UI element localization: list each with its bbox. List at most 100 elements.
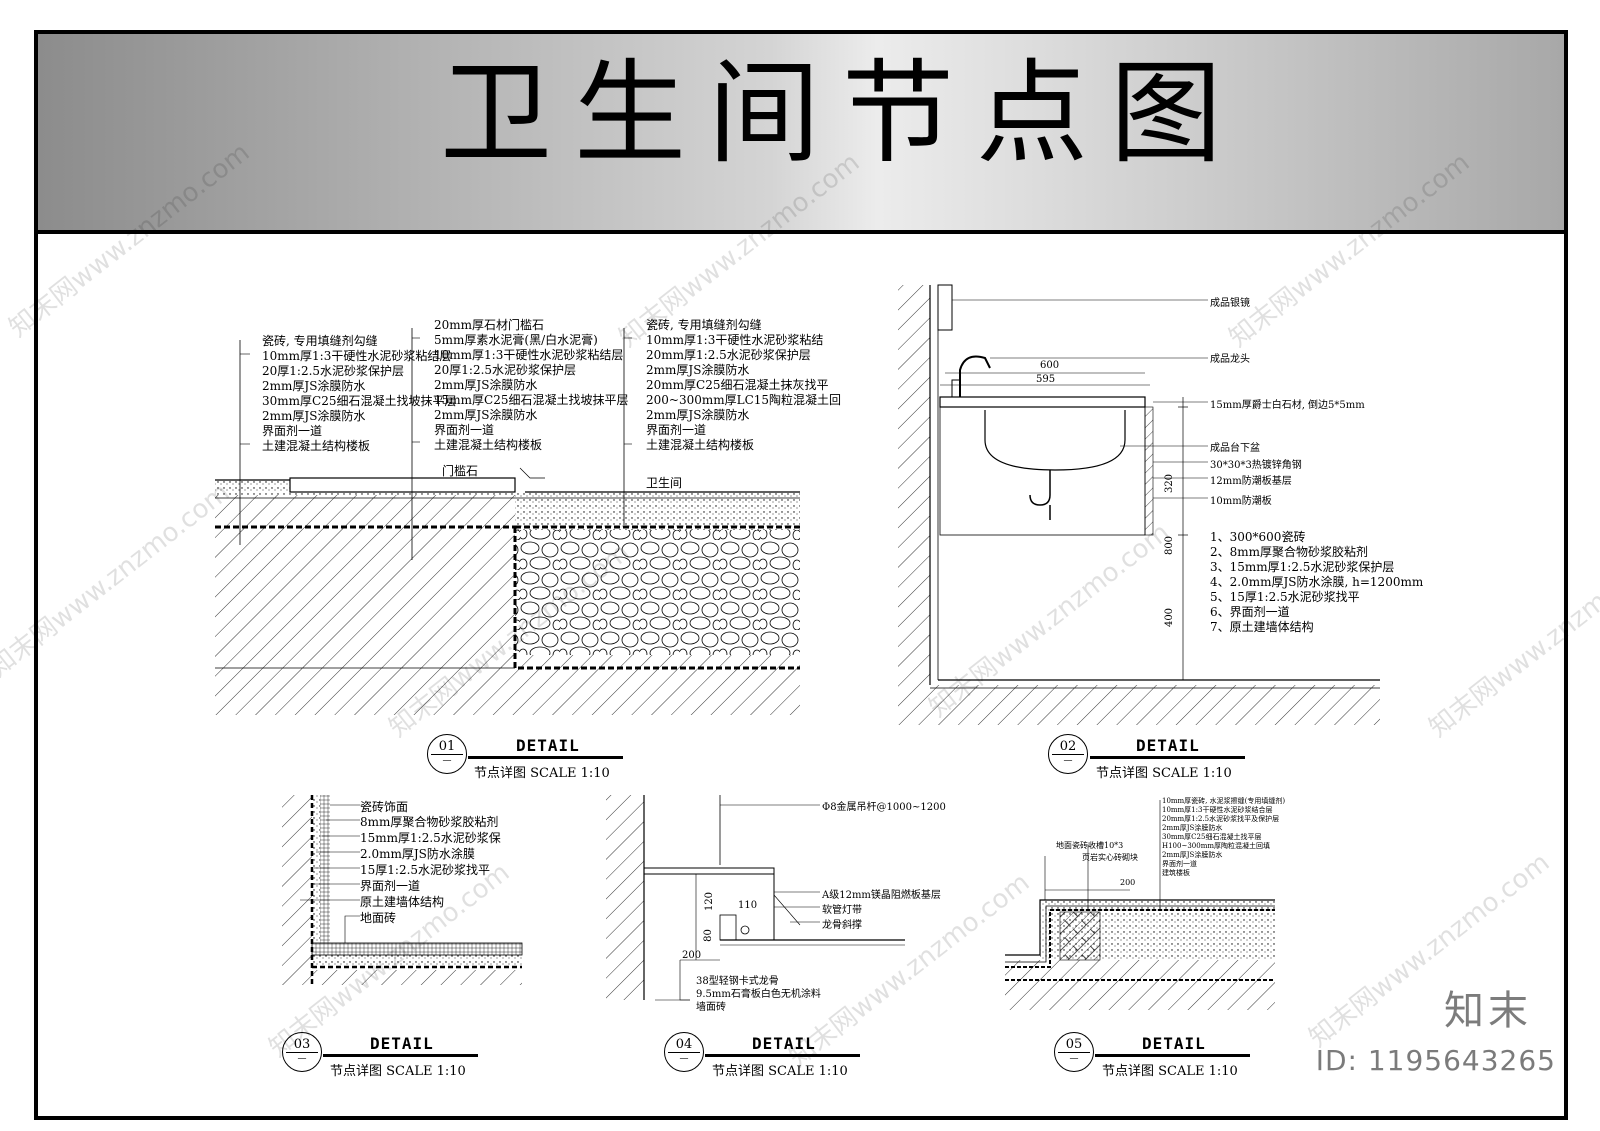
dimension: 800	[1164, 535, 1176, 556]
detail-01-notes-a: 瓷砖, 专用填缝剂勾缝 10mm厚1:3干硬性水泥砂浆粘结层 20厚1:2.5水…	[262, 334, 456, 454]
note: 2mm厚JS涂膜防水	[434, 378, 538, 392]
note: 2mm厚JS涂膜防水	[1162, 851, 1223, 859]
note: 30mm厚C25细石混凝土找平层	[1162, 833, 1262, 841]
layer: 2、8mm厚聚合物砂浆胶粘剂	[1210, 545, 1369, 559]
dimension: 120	[704, 891, 716, 912]
layer: 4、2.0mm厚JS防水涂膜, h=1200mm	[1210, 575, 1424, 589]
brand-logo: 知末	[1444, 988, 1532, 1034]
detail-03-label: 原土建墙体结构	[360, 895, 445, 909]
note: 200~300mm厚LC15陶粒混凝土回	[646, 393, 842, 407]
detail-01-bar	[468, 756, 623, 759]
detail-02-label: 30*30*3热镀锌角钢	[1210, 460, 1302, 471]
note: 2mm厚JS涂膜防水	[262, 409, 366, 423]
detail-02-title: DETAIL	[1136, 736, 1200, 755]
detail-01-notes-c: 瓷砖, 专用填缝剂勾缝 10mm厚1:3干硬性水泥砂浆粘结 20mm厚1:2.5…	[646, 318, 841, 453]
detail-04-title: DETAIL	[752, 1034, 816, 1053]
detail-02-label: 成品银镜	[1210, 298, 1250, 309]
detail-05-label-corner: 地面瓷砖收槽10*3	[1056, 841, 1124, 850]
detail-05-bar	[1095, 1054, 1250, 1057]
detail-04-label: Φ8金属吊杆@1000~1200	[822, 802, 946, 813]
dimension: 400	[1164, 607, 1176, 628]
detail-02-number: 02—	[1048, 734, 1088, 774]
detail-03-label: 瓷砖饰面	[360, 800, 409, 814]
title-band	[38, 34, 1564, 234]
note: 20厚1:2.5水泥砂浆保护层	[434, 363, 577, 377]
note: 2mm厚JS涂膜防水	[262, 379, 366, 393]
detail-04-label: 墙面砖	[696, 1002, 726, 1013]
note: 10mm厚1:3干硬性水泥砂浆粘结	[646, 333, 824, 347]
dimension: 600	[1040, 360, 1060, 371]
dimension: 110	[738, 900, 758, 911]
dimension: 80	[702, 929, 714, 942]
detail-02-layers: 1、300*600瓷砖 2、8mm厚聚合物砂浆胶粘剂 3、15mm厚1:2.5水…	[1210, 530, 1423, 635]
note: 2mm厚JS涂膜防水	[646, 363, 750, 377]
detail-03-drawing	[282, 795, 523, 985]
detail-03-label: 15mm厚1:2.5水泥砂浆保	[360, 831, 501, 845]
dimension: 595	[1036, 374, 1056, 385]
detail-02-label: 成品龙头	[1210, 354, 1250, 365]
detail-02-label: 10mm防潮板	[1210, 496, 1272, 507]
detail-04-label: A级12mm镁晶阻燃板基层	[822, 890, 941, 901]
note: 20mm厚1:2.5水泥砂浆保护层	[646, 348, 811, 362]
id-label: ID: 1195643265	[1315, 1044, 1556, 1077]
detail-04-label: 软管灯带	[822, 905, 862, 916]
dimension: 200	[1120, 878, 1136, 887]
detail-02-subtitle: 节点详图 SCALE 1:10	[1096, 766, 1232, 781]
note: 5mm厚素水泥膏(黑/白水泥膏)	[434, 333, 598, 347]
detail-04-subtitle: 节点详图 SCALE 1:10	[712, 1064, 848, 1079]
detail-05-notes: 10mm厚瓷砖, 水泥浆擦缝(专用填缝剂) 10mm厚1:3干硬性水泥砂浆结合层…	[1162, 797, 1285, 878]
layer: 3、15mm厚1:2.5水泥砂浆保护层	[1210, 560, 1395, 574]
dimension: 320	[1164, 473, 1176, 494]
detail-04-label: 9.5mm石膏板白色无机涂料	[696, 989, 821, 1000]
detail-02-label: 15mm厚爵士白石材, 倒边5*5mm	[1210, 400, 1365, 411]
detail-04-drawing	[606, 795, 905, 1001]
note: 20厚1:2.5水泥砂浆保护层	[262, 364, 405, 378]
note: 30mm厚C25细石混凝土找坡抹平层	[262, 394, 457, 408]
detail-01-notes-b: 20mm厚石材门槛石 5mm厚素水泥膏(黑/白水泥膏) 10mm厚1:3干硬性水…	[434, 318, 628, 453]
note: 2mm厚JS涂膜防水	[434, 408, 538, 422]
detail-04-bar	[705, 1054, 860, 1057]
detail-01-title: DETAIL	[516, 736, 580, 755]
note: 界面剂一道	[434, 423, 495, 437]
note: 20mm厚石材门槛石	[434, 318, 545, 332]
layer: 1、300*600瓷砖	[1210, 530, 1306, 544]
note: 10mm厚1:3干硬性水泥砂浆粘结层	[434, 348, 624, 362]
label-threshold: 门槛石	[442, 464, 479, 478]
detail-03-subtitle: 节点详图 SCALE 1:10	[330, 1064, 466, 1079]
note: 15mm厚C25细石混凝土找坡抹平层	[434, 393, 629, 407]
note: 10mm厚1:3干硬性水泥砂浆粘结层	[262, 349, 452, 363]
note: 瓷砖, 专用填缝剂勾缝	[262, 334, 378, 348]
detail-05-title: DETAIL	[1142, 1034, 1206, 1053]
detail-03-number: 03—	[282, 1032, 322, 1072]
detail-03-label: 8mm厚聚合物砂浆胶粘剂	[360, 815, 499, 829]
note: 2mm厚JS涂膜防水	[1162, 824, 1223, 832]
detail-02-label: 12mm防潮板基层	[1210, 476, 1292, 487]
note: 20mm厚C25细石混凝土抹灰找平	[646, 378, 829, 392]
detail-02-drawing	[898, 284, 1380, 725]
detail-02-label: 成品台下盆	[1210, 443, 1260, 454]
detail-05-label-brick: 页岩实心砖砌块	[1082, 853, 1138, 862]
note: 20mm厚1:2.5水泥砂浆找平及保护层	[1162, 815, 1280, 823]
note: H100~300mm厚陶粒混凝土回填	[1162, 842, 1270, 850]
label-bathroom: 卫生间	[646, 476, 683, 490]
detail-05-number: 05—	[1054, 1032, 1094, 1072]
note: 10mm厚瓷砖, 水泥浆擦缝(专用填缝剂)	[1162, 797, 1286, 805]
detail-03-label: 15厚1:2.5水泥砂浆找平	[360, 863, 491, 877]
detail-03-bar	[323, 1054, 478, 1057]
sheet-title: 卫生间节点图	[440, 49, 1244, 179]
detail-04-label: 38型轻钢卡式龙骨	[696, 976, 779, 987]
note: 土建混凝土结构楼板	[646, 438, 755, 452]
detail-03-label: 地面砖	[360, 911, 397, 925]
detail-04-number: 04—	[664, 1032, 704, 1072]
detail-03-label: 2.0mm厚JS防水涂膜	[360, 847, 475, 861]
layer: 6、界面剂一道	[1210, 605, 1290, 619]
note: 界面剂一道	[646, 423, 707, 437]
note: 建筑楼板	[1162, 869, 1190, 877]
note: 10mm厚1:3干硬性水泥砂浆结合层	[1162, 806, 1273, 814]
detail-02-bar	[1090, 756, 1245, 759]
detail-03-title: DETAIL	[370, 1034, 434, 1053]
detail-01-number: 01—	[427, 734, 467, 774]
detail-03-label: 界面剂一道	[360, 879, 421, 893]
detail-05-subtitle: 节点详图 SCALE 1:10	[1102, 1064, 1238, 1079]
